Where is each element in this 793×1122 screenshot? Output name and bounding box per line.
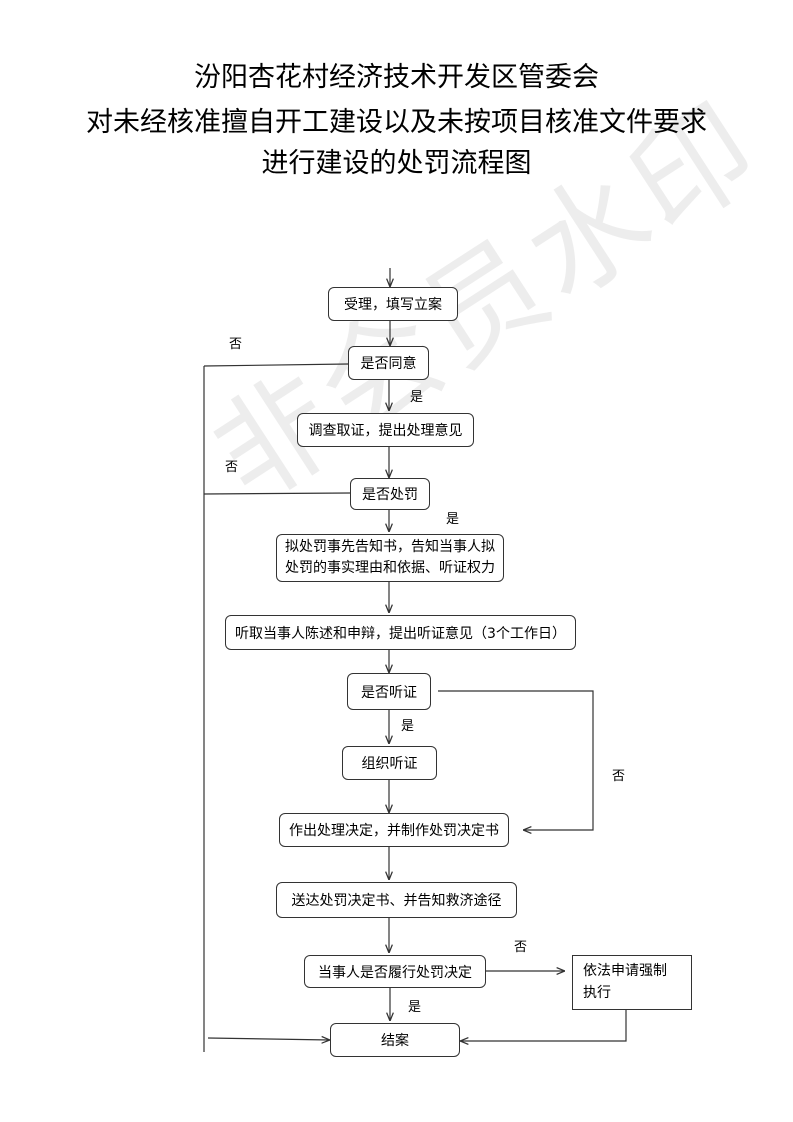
title-line-2: 对未经核准擅自开工建设以及未按项目核准文件要求 (86, 107, 707, 138)
line-agree-no (203, 363, 349, 367)
title-line-1: 汾阳杏花村经济技术开发区管委会 (194, 62, 599, 93)
node-investigate: 调查取证，提出处理意见 (297, 413, 474, 447)
label-yes-agree: 是 (410, 390, 424, 405)
node-organize-hearing: 组织听证 (342, 746, 437, 780)
node-comply-question: 当事人是否履行处罚决定 (304, 955, 486, 988)
node-close: 结案 (330, 1023, 460, 1057)
title-line-3: 进行建设的处罚流程图 (261, 148, 532, 179)
node-prior-notice-line-1: 拟处罚事先告知书，告知当事人拟 (285, 539, 495, 555)
label-yes-punish: 是 (446, 512, 460, 527)
line-hearing-no (438, 690, 594, 830)
node-hearing-question: 是否听证 (347, 673, 431, 710)
node-punish-question: 是否处罚 (350, 478, 430, 510)
line-punish-no (203, 492, 351, 495)
label-no-comply: 否 (514, 940, 528, 955)
label-yes-hearing: 是 (401, 719, 415, 734)
node-prior-notice-line-2: 处罚的事实理由和依据、听证权力 (285, 560, 495, 576)
node-agree-question: 是否同意 (348, 346, 429, 380)
label-no-agree: 否 (229, 337, 243, 352)
node-prior-notice: 拟处罚事先告知书，告知当事人拟 处罚的事实理由和依据、听证权力 (276, 534, 504, 582)
label-no-hearing: 否 (612, 769, 626, 784)
node-deliver: 送达处罚决定书、并告知救济途径 (276, 882, 517, 918)
node-accept: 受理，填写立案 (328, 287, 458, 321)
node-decision: 作出处理决定，并制作处罚决定书 (279, 813, 509, 847)
label-no-punish: 否 (225, 460, 239, 475)
arrow-rail-to-close (207, 1038, 330, 1040)
node-enforce: 依法申请强制执行 (572, 955, 692, 1010)
line-enforce-to-close (460, 1010, 627, 1041)
node-hear-statement: 听取当事人陈述和申辩，提出听证意见（3个工作日） (225, 615, 576, 650)
label-yes-comply: 是 (408, 1000, 422, 1015)
